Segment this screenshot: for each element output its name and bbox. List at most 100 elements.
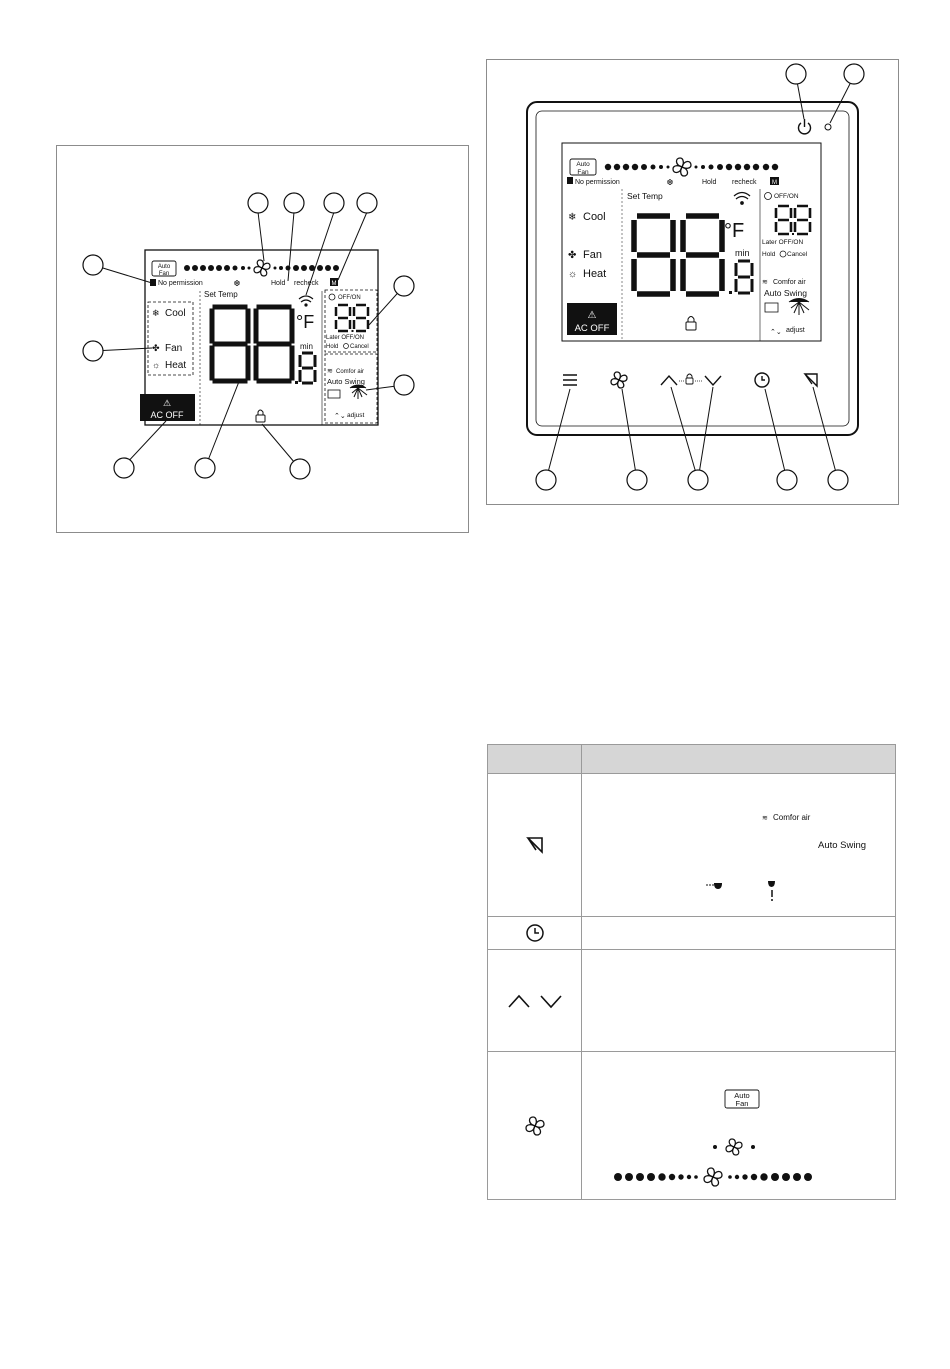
callout-led — [843, 63, 865, 85]
hold-label-timer: Hold — [326, 344, 338, 350]
clock-button-icon — [754, 372, 770, 388]
heat-icon: ☼ — [152, 360, 160, 370]
callout-swing — [393, 374, 415, 396]
fan-icon — [253, 259, 271, 277]
ac-off-box — [140, 394, 195, 421]
timer-digits — [334, 303, 370, 333]
callout-wifi — [323, 192, 345, 214]
clock-icon — [328, 293, 336, 301]
wifi-icon — [298, 295, 314, 307]
defrost-icon-r: ❆ — [667, 178, 674, 187]
callout-fan-icon — [247, 192, 269, 214]
later-off-on-label: Later OFF/ON — [326, 335, 364, 341]
right-controller-diagram: Auto Fan No permission ❆ Hold recheck M … — [526, 63, 865, 491]
ac-off-box-r — [567, 303, 617, 335]
callout-fan-button — [626, 469, 648, 491]
clock-icon-r — [764, 192, 772, 200]
lock-icon — [255, 409, 266, 423]
timer-off-on-label: OFF/ON — [338, 295, 361, 301]
callout-swing-button — [827, 469, 849, 491]
callout-ac-off — [113, 457, 135, 479]
timer-off-on-r: OFF/ON — [774, 193, 799, 200]
header-cell-icon — [487, 744, 582, 774]
auto-fan-badge-table — [724, 1089, 760, 1109]
fan-mode-icon-r: ✤ — [568, 250, 576, 261]
power-icon — [797, 119, 812, 135]
fan-label: Fan — [165, 343, 182, 354]
callout-up-down — [687, 469, 709, 491]
fan-speed-dots-left-r — [604, 163, 670, 171]
adjust-arrows-icon: ⌃⌄ — [334, 412, 346, 420]
cool-icon-r: ❄ — [568, 212, 576, 223]
comfor-air-table: Comfor air — [773, 813, 811, 822]
auto-fan-badge-r — [569, 158, 597, 176]
left-figure-frame — [56, 145, 469, 533]
table-row: ≋ Comfor air Auto Swing — [487, 773, 896, 917]
up-down-arrows-icon — [487, 949, 582, 1052]
callout-lock — [289, 458, 311, 480]
big-temp-digits — [209, 304, 295, 384]
auto-fan-badge — [151, 260, 177, 277]
swing-button-icon — [803, 373, 818, 388]
adjust-label: adjust — [347, 412, 365, 419]
adjust-r: adjust — [786, 327, 805, 334]
up-down-buttons-icon — [660, 373, 722, 387]
m-badge-box — [330, 278, 338, 286]
table-row — [487, 949, 896, 1052]
comfor-air-icon-r: ≋ — [762, 279, 768, 286]
callout-mode — [82, 340, 104, 362]
fan-high-indicator — [614, 1167, 812, 1187]
auto-fan-line2: Fan — [159, 271, 169, 277]
heat-label: Heat — [165, 360, 186, 371]
heat-r: Heat — [583, 268, 606, 280]
table-row: Auto Fan — [487, 1051, 896, 1200]
hold2-r: Hold — [762, 251, 776, 258]
fan-description-cell: Auto Fan — [581, 1051, 896, 1200]
auto-fan-table-line1: Auto — [734, 1091, 749, 1100]
no-permission-label: No permission — [158, 280, 203, 287]
fan-icon-r — [672, 157, 692, 177]
fan-speed-dots-right — [273, 265, 339, 271]
min-label: min — [300, 342, 313, 351]
callouts-right — [535, 63, 865, 491]
cancel-r: Cancel — [787, 251, 808, 258]
auto-swing-label: Auto Swing — [327, 377, 365, 386]
fan-button-icon — [610, 371, 628, 389]
ac-off-label: AC OFF — [151, 410, 185, 420]
fan-speed-dots-left — [184, 265, 251, 271]
comfor-air-icon: ≋ — [327, 368, 333, 375]
callout-clock-button — [776, 469, 798, 491]
table-row — [487, 916, 896, 950]
timer-box — [324, 289, 378, 353]
ac-off-r: AC OFF — [575, 323, 610, 334]
comfor-air-r: Comfor air — [773, 279, 806, 286]
warning-triangle-icon-r: ⚠ — [588, 310, 597, 321]
cool-r: Cool — [583, 211, 606, 223]
comfor-air-label: Comfor air — [336, 369, 364, 375]
later-off-on-r: Later OFF/ON — [762, 239, 803, 246]
set-temp-r: Set Temp — [627, 191, 663, 201]
warning-triangle-icon: ⚠ — [163, 399, 171, 409]
m-badge-r: M — [772, 180, 777, 186]
comfor-air-icon-small: ≋ — [762, 815, 768, 822]
callout-timer — [393, 275, 415, 297]
degree-unit-r: °F — [724, 220, 744, 242]
lock-icon-r — [685, 316, 697, 331]
decimal-digit — [298, 351, 317, 385]
timer-digits-r — [774, 204, 812, 236]
cancel-label: Cancel — [350, 344, 369, 350]
callout-temp — [194, 457, 216, 479]
warning-icon — [150, 279, 156, 286]
swing-louver-icon — [349, 384, 368, 399]
swing-icon — [487, 773, 582, 917]
auto-fan-line2-r: Fan — [577, 169, 589, 176]
menu-icon — [563, 374, 577, 386]
right-figure-frame — [486, 59, 899, 505]
fan-low-indicator — [713, 1138, 755, 1156]
mode-box — [147, 301, 194, 376]
louver-position-icons — [706, 881, 775, 901]
header-cell-description — [581, 744, 896, 774]
clock-description-cell — [581, 916, 896, 950]
warning-icon-r — [567, 177, 573, 184]
auto-swing-table: Auto Swing — [818, 840, 866, 851]
